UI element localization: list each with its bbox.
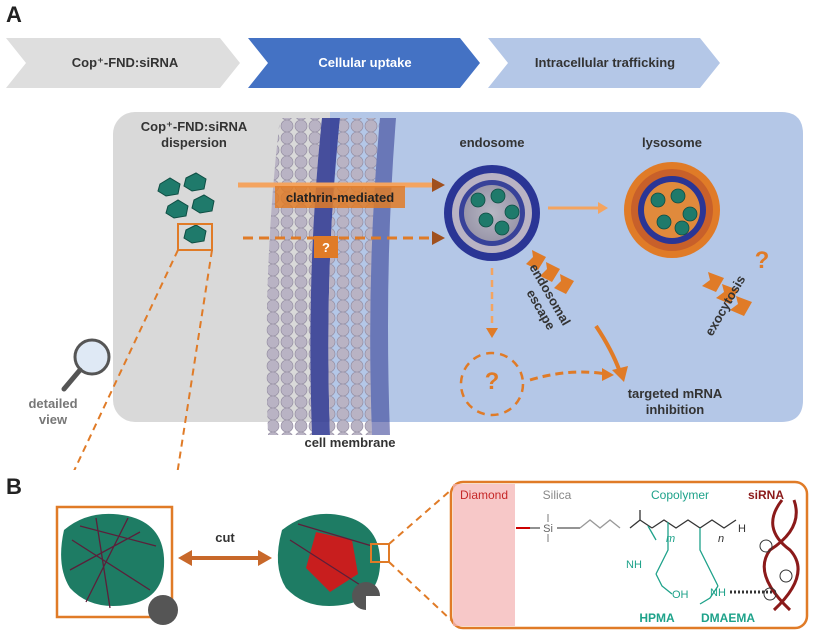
sirna-helix bbox=[759, 499, 800, 612]
diamond-label: Diamond bbox=[459, 488, 509, 502]
escape-chevrons bbox=[526, 250, 574, 294]
si-atom: Si bbox=[543, 523, 553, 535]
dispersion-label-line-2: dispersion bbox=[161, 135, 227, 150]
intracellular-region bbox=[330, 112, 803, 422]
cell-membrane bbox=[266, 118, 396, 435]
magnifier-icon bbox=[61, 338, 111, 392]
hpma-label: HPMA bbox=[639, 611, 675, 625]
chevron-step-2 bbox=[248, 38, 480, 88]
coated-particle bbox=[61, 513, 165, 609]
exocytosis-chevrons bbox=[702, 272, 752, 316]
exocytosis-question: ? bbox=[754, 247, 770, 274]
detail-box bbox=[177, 223, 213, 251]
clathrin-label-box bbox=[275, 186, 405, 208]
endosome-vesicle bbox=[444, 165, 540, 261]
step-2-label: Cellular uptake bbox=[318, 55, 412, 70]
process-chevrons bbox=[6, 38, 720, 88]
lysosome-label: lysosome bbox=[642, 135, 702, 150]
nh-atom-hpma: NH bbox=[626, 559, 642, 571]
oh-atom: OH bbox=[672, 589, 689, 601]
panel-a-letter: A bbox=[6, 2, 22, 27]
cut-particle bbox=[277, 513, 381, 606]
zoom-line-right bbox=[176, 249, 213, 470]
unknown-label-box bbox=[314, 236, 338, 258]
chevron-step-3 bbox=[488, 38, 720, 88]
detailed-view-line-2: view bbox=[38, 412, 68, 427]
detailed-view-line-1: detailed bbox=[28, 396, 78, 411]
full-sphere-icon bbox=[148, 595, 178, 625]
cut-detail-box bbox=[370, 543, 390, 563]
step-1-label: Cop⁺-FND:siRNA bbox=[71, 55, 179, 70]
dispersion-label-line-1: Cop⁺-FND:siRNA bbox=[140, 119, 248, 134]
surface-chemistry-panel bbox=[449, 480, 809, 630]
sirna-label: siRNA bbox=[747, 488, 784, 502]
cell-membrane-label: cell membrane bbox=[304, 435, 396, 450]
dmaema-label: DMAEMA bbox=[701, 611, 755, 625]
targeted-label-line-1: targeted mRNA bbox=[627, 386, 723, 401]
surface-chemistry-structure bbox=[516, 510, 776, 605]
panel-b-letter: B bbox=[6, 474, 22, 499]
unknown-fate-circle bbox=[459, 351, 525, 417]
uptake-scene bbox=[61, 112, 803, 470]
unknown-to-target-arrow bbox=[529, 370, 607, 382]
lysosome-vesicle bbox=[624, 162, 720, 258]
chevron-step-1 bbox=[6, 38, 240, 88]
diamond-region bbox=[453, 484, 515, 626]
endosome-label: endosome bbox=[459, 135, 525, 150]
unknown-fate-question: ? bbox=[484, 368, 500, 395]
cut-sphere-icon bbox=[352, 582, 380, 610]
unknown-uptake-label: ? bbox=[322, 240, 330, 255]
escape-to-target-arrow bbox=[594, 324, 622, 373]
cut-label: cut bbox=[215, 530, 235, 545]
m-subscript: m bbox=[666, 533, 675, 545]
nh-atom-dmaema: NH bbox=[710, 587, 726, 599]
n-subscript: n bbox=[718, 533, 724, 545]
clathrin-label: clathrin-mediated bbox=[285, 190, 395, 205]
targeted-label-line-2: inhibition bbox=[645, 402, 705, 417]
silica-label: Silica bbox=[542, 488, 572, 502]
nanoparticle-cluster bbox=[157, 172, 215, 244]
h-atom: H bbox=[738, 523, 746, 535]
copolymer-label: Copolymer bbox=[650, 488, 710, 502]
particle-box bbox=[55, 505, 174, 619]
panel-b-scene: Si m n H NH OH NH bbox=[55, 480, 809, 630]
step-3-label: Intracellular trafficking bbox=[534, 55, 676, 70]
